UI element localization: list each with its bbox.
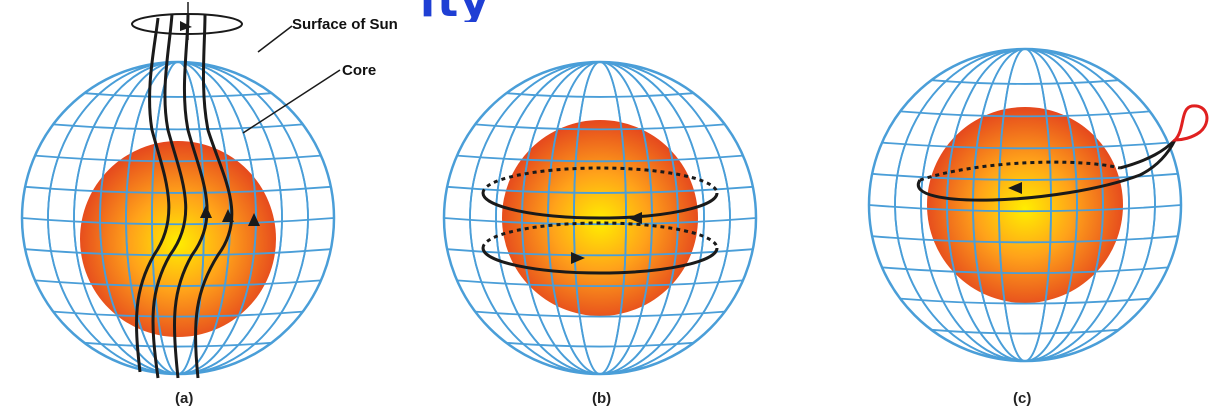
latitude-line xyxy=(84,92,272,98)
longitude-line xyxy=(894,48,1156,362)
latitude-line xyxy=(21,217,335,226)
arrow-head xyxy=(222,209,234,222)
latitude-line xyxy=(475,123,725,131)
arrow-head xyxy=(1008,182,1022,194)
arrow-head xyxy=(628,212,642,224)
leader-surface xyxy=(257,25,293,53)
latitude-line xyxy=(456,279,744,287)
field-line-front xyxy=(916,139,1177,202)
latitude-line xyxy=(881,141,1169,150)
latitude-line xyxy=(506,341,694,348)
field-arrows xyxy=(200,205,260,226)
field-lines xyxy=(135,13,234,379)
arrow-head xyxy=(200,205,212,218)
field-arrows xyxy=(571,212,642,264)
latitude-line xyxy=(868,204,1182,213)
field-line-front xyxy=(1119,138,1177,170)
latitude-line xyxy=(447,248,753,257)
field-line xyxy=(173,13,209,379)
latitude-line xyxy=(53,310,303,318)
surface-of-sun-label: Surface of Sun xyxy=(292,16,398,33)
field-line xyxy=(194,13,234,379)
latitude-line xyxy=(881,266,1169,274)
caption-b: (b) xyxy=(592,390,612,407)
leader-core xyxy=(242,69,341,134)
latitude-line xyxy=(931,79,1119,85)
field-line xyxy=(151,13,188,379)
arrow-head xyxy=(248,213,260,226)
sphere-grid xyxy=(867,47,1183,363)
erupting-loop xyxy=(1171,104,1209,142)
latitude-line xyxy=(456,154,744,163)
latitude-line xyxy=(900,110,1150,118)
latitude-line xyxy=(25,185,331,194)
longitude-line xyxy=(469,61,731,375)
panel-b xyxy=(442,60,758,376)
rotation-arrow xyxy=(180,21,192,31)
caption-c: (c) xyxy=(1013,390,1032,407)
field-line-back xyxy=(481,166,719,194)
latitude-line xyxy=(447,185,753,194)
core-label: Core xyxy=(342,62,377,79)
field-lines xyxy=(481,166,719,275)
field-line-back xyxy=(481,221,719,249)
field-lines xyxy=(916,138,1177,202)
latitude-line xyxy=(475,310,725,318)
field-line xyxy=(135,17,171,373)
latitude-line xyxy=(872,235,1178,244)
latitude-line xyxy=(931,328,1119,335)
panel-c xyxy=(867,47,1209,363)
panel-a xyxy=(20,2,341,379)
field-line-front xyxy=(481,247,719,275)
rotation-ellipse xyxy=(131,13,243,35)
latitude-line xyxy=(900,297,1150,305)
latitude-line xyxy=(25,248,331,257)
page-title: ity xyxy=(420,0,840,22)
latitude-line xyxy=(53,123,303,131)
field-line-front xyxy=(481,192,719,220)
caption-a: (a) xyxy=(175,390,194,407)
field-line-back xyxy=(919,160,1121,182)
latitude-line xyxy=(506,92,694,98)
arrow-head xyxy=(571,252,585,264)
field-arrows xyxy=(1008,182,1022,194)
latitude-line xyxy=(84,341,272,348)
